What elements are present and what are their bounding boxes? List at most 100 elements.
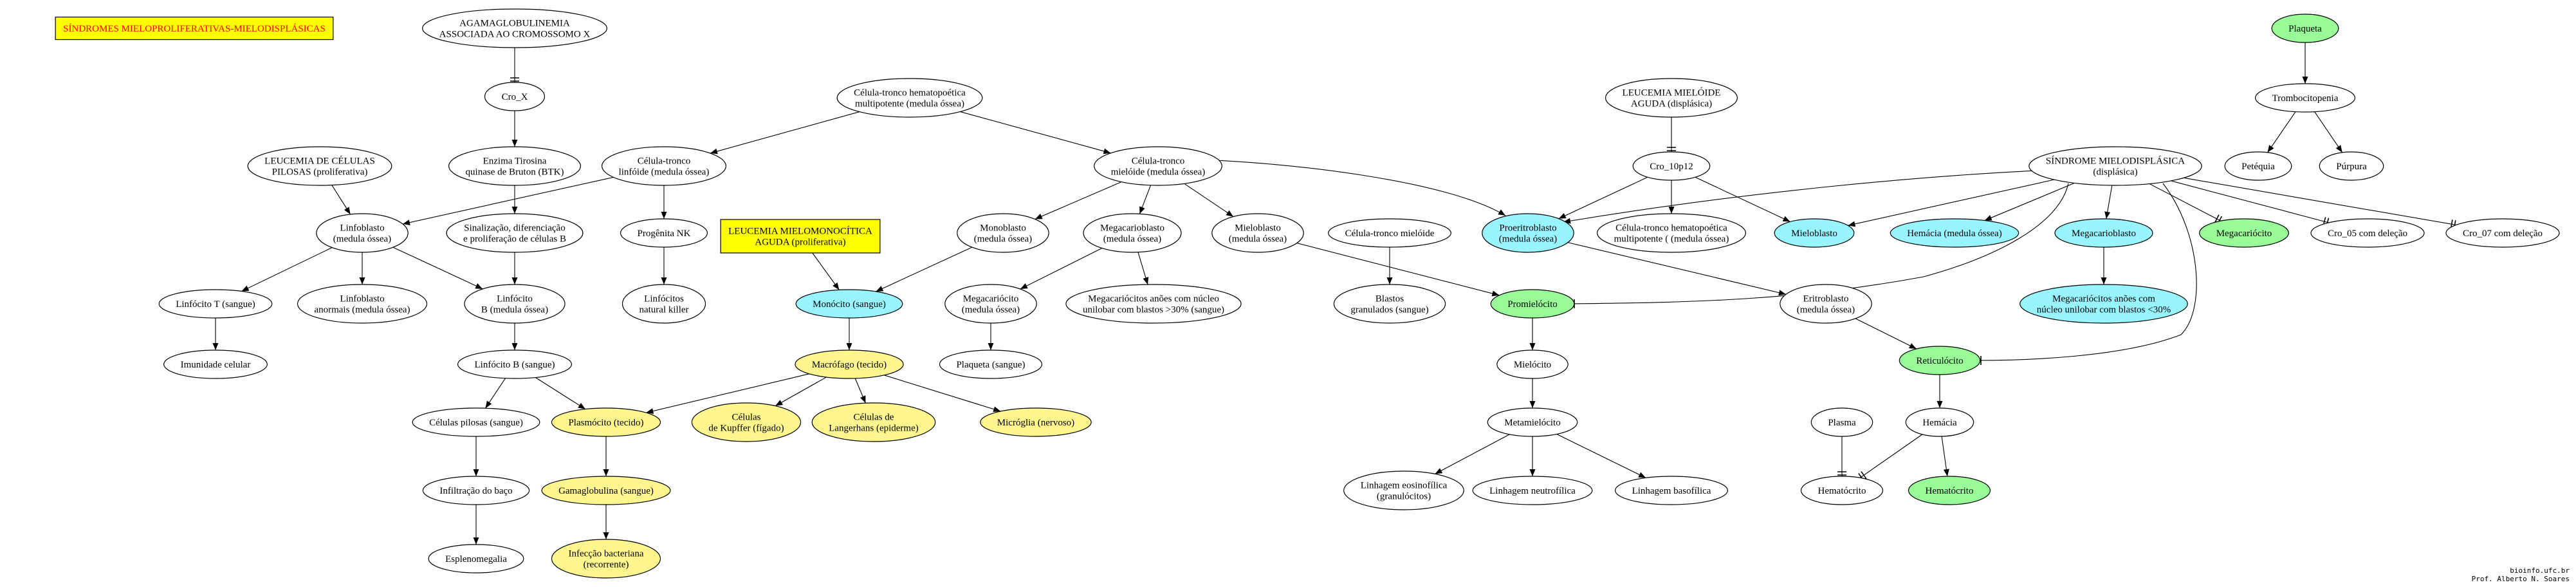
node-label: AGAMAGLOBULINEMIA <box>459 19 570 29</box>
node-label: AGUDA (proliferativa) <box>755 238 845 248</box>
node-label: Células de <box>854 413 894 423</box>
node-label: Infiltração do baço <box>439 486 512 496</box>
node-label: Linfócito B (sangue) <box>475 360 555 370</box>
node-label: Megacariócitos anões com núcleo <box>1088 294 1219 304</box>
edge-arrow-head <box>578 402 585 409</box>
node-reticulo-shape <box>1899 346 1981 375</box>
edge-line <box>1035 182 1122 220</box>
edge-arrow-head <box>473 537 479 545</box>
edge-cro_10p12-to-ct_hem2 <box>1668 180 1675 214</box>
node-plaqueta: Plaqueta <box>2271 14 2339 43</box>
node-reticulo: Reticulócito <box>1899 346 1981 375</box>
edge-proeritro-to-eritro <box>1567 242 1787 296</box>
node-label: Células <box>732 413 761 423</box>
edge-arrow-head <box>511 207 518 214</box>
node-eritro-shape <box>1780 284 1872 324</box>
node-label: Macrófago (tecido) <box>812 360 887 370</box>
edge-arrow-head <box>846 343 852 350</box>
node-label: (medula óssea) <box>1499 234 1557 245</box>
node-label: Plaqueta <box>2288 24 2322 34</box>
edge-arrow-head <box>1435 468 1443 474</box>
edge-line <box>1569 183 2069 304</box>
node-mieloblasto2: Mieloblasto <box>1774 218 1855 248</box>
edge-arrow-head <box>2101 277 2107 284</box>
node-hemacia_med-shape <box>1890 218 2019 248</box>
node-hematocrito-shape <box>1800 476 1884 505</box>
node-label: Sinalização, diferenciação <box>464 223 565 234</box>
edge-arrow-head <box>359 277 365 284</box>
node-sind_mielo-shape <box>2029 146 2202 186</box>
edge-arrow-head <box>1491 290 1500 297</box>
node-megacariocito_med: Megacariócito(medula óssea) <box>944 284 1037 324</box>
node-eosino: Linhagem eosinofílica(granulócitos) <box>1343 471 1464 510</box>
edge-arrow-head <box>710 148 718 154</box>
node-purpura: Púrpura <box>2319 151 2384 181</box>
edge-arrow-head <box>993 406 1001 413</box>
edge-arrow-head <box>988 343 994 350</box>
node-label: Linfoblasto <box>340 294 384 304</box>
node-label: LEUCEMIA MIELOMONOCÍTICA <box>728 226 872 237</box>
edge-tromb-to-petequia <box>2267 111 2296 153</box>
edge-line <box>1184 183 1234 218</box>
node-label: Megacariócitos anões com <box>2052 294 2155 304</box>
node-cro_x-shape <box>484 82 546 111</box>
edge-arrow-head <box>1848 221 1856 227</box>
node-linf_nk-shape <box>621 284 706 324</box>
edge-tromb-to-purpura <box>2314 111 2343 153</box>
edge-ct_mieloide-to-blastos <box>1386 247 1393 284</box>
node-label: Linfócito <box>497 294 533 304</box>
node-label: Célula-tronco hematopoética <box>854 88 966 98</box>
node-label: Hemácia (medula óssea) <box>1907 228 2001 239</box>
node-label: Célula-tronco mielóide <box>1345 228 1435 239</box>
node-infec: Infecção bacteriana(recorrente) <box>551 539 661 579</box>
node-espleno-shape <box>428 544 524 573</box>
edge-ct_hem-to-ct_miel <box>960 111 1111 154</box>
edge-arrow-head <box>511 277 518 284</box>
node-plaq_sang-shape <box>939 349 1043 379</box>
node-label: Megacariócito <box>963 294 1019 304</box>
node-label: Petéquia <box>2241 162 2275 172</box>
node-purpura-shape <box>2319 151 2384 181</box>
edge-metamielocito-to-eosino <box>1435 434 1510 474</box>
edge-arrow-head <box>1558 213 1567 219</box>
node-label: PILOSAS (proliferativa) <box>272 167 368 178</box>
node-plaq_sang: Plaqueta (sangue) <box>939 349 1043 379</box>
node-megacarioblasto-shape <box>1083 213 1182 253</box>
node-hematocrito2-shape <box>1908 476 1991 505</box>
edge-line <box>876 247 973 292</box>
edge-arrow-head <box>1529 469 1536 476</box>
node-megacarioblasto: Megacarioblasto(medula óssea) <box>1083 213 1182 253</box>
node-label: Eritroblasto <box>1803 294 1849 304</box>
node-label: Linhagem basofílica <box>1632 486 1711 496</box>
edge-line <box>1196 159 1506 216</box>
edge-line <box>1695 176 1790 222</box>
node-label: unilobar com blastos >30% (sangue) <box>1083 305 1224 315</box>
node-label: Hematócrito <box>1926 486 1974 496</box>
node-label: Imunidade celular <box>181 360 251 370</box>
node-label: natural killer <box>639 305 688 315</box>
node-label: (medula óssea) <box>962 305 1020 315</box>
node-espleno: Esplenomegalia <box>428 544 524 573</box>
edge-line <box>1859 434 1923 478</box>
edge-sind_mielo-to-mieloblasto2 <box>1848 179 2054 227</box>
node-label: linfóide (medula óssea) <box>619 167 710 178</box>
edge-plaqueta-to-tromb <box>2302 42 2308 84</box>
edge-cro_10p12-to-proeritro <box>1558 176 1648 219</box>
edge-arrow-head <box>603 469 609 476</box>
node-mielocito-shape <box>1496 349 1569 379</box>
node-monocito-shape <box>795 289 903 319</box>
edge-arrow-head <box>212 343 219 350</box>
node-ct_hem: Célula-tronco hematopoéticamultipotente … <box>836 78 983 118</box>
node-label: ASSOCIADA AO CROMOSSOMO X <box>439 30 591 40</box>
edge-arrow-head <box>511 140 518 147</box>
edge-line <box>2184 177 2456 226</box>
edge-ct_miel-to-monoblasto <box>1035 182 1122 220</box>
node-label: Langerhans (epiderme) <box>829 424 919 434</box>
node-ct_mieloide: Célula-tronco mielóide <box>1328 218 1451 248</box>
node-megacariocito2: Megacariócito <box>2199 218 2289 248</box>
edge-arrow-head <box>1020 283 1028 290</box>
node-macrofago-shape <box>795 349 904 379</box>
